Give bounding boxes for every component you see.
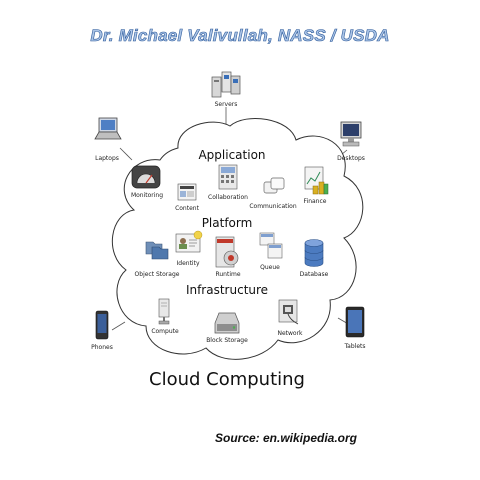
label-tablets: Tablets [344, 343, 366, 350]
label-desktops: Desktops [337, 155, 365, 162]
database-icon [304, 239, 324, 267]
label-identity: Identity [176, 260, 200, 267]
label-content: Content [175, 205, 199, 212]
desktop-icon [340, 121, 362, 147]
label-compute: Compute [151, 328, 179, 335]
label-block-storage: Block Storage [206, 337, 248, 344]
cloud-computing-title: Cloud Computing [149, 369, 305, 390]
servers-icon [211, 71, 241, 98]
runtime-icon [215, 236, 239, 268]
finance-icon [304, 166, 329, 195]
connector-laptops [119, 147, 133, 161]
laptop-icon [94, 117, 122, 140]
network-icon [278, 299, 299, 325]
label-finance: Finance [303, 198, 327, 205]
source-citation: Source: en.wikipedia.org [214, 431, 358, 445]
collaboration-icon [218, 164, 238, 190]
section-application: Application [198, 148, 266, 162]
cloud-outline [111, 118, 364, 360]
tablet-icon [345, 306, 365, 338]
label-collaboration: Collaboration [208, 194, 248, 201]
label-laptops: Laptops [95, 155, 119, 162]
content-icon [177, 183, 197, 201]
section-infrastructure: Infrastructure [185, 283, 269, 297]
object-storage-icon [145, 241, 169, 260]
label-servers: Servers [214, 101, 238, 108]
header-title: Dr. Michael Valivullah, NASS / USDA [90, 26, 390, 46]
label-queue: Queue [260, 264, 280, 271]
connector-phones [111, 321, 126, 331]
block-storage-icon [214, 312, 240, 334]
label-monitoring: Monitoring [130, 192, 164, 199]
label-database: Database [299, 271, 329, 278]
communication-icon [263, 177, 285, 194]
label-phones: Phones [91, 344, 113, 351]
monitoring-icon [131, 165, 161, 189]
section-platform: Platform [201, 216, 253, 230]
phone-icon [95, 310, 109, 340]
label-network: Network [277, 330, 303, 337]
queue-icon [259, 232, 283, 259]
label-object-storage: Object Storage [134, 271, 180, 278]
compute-icon [158, 298, 170, 325]
identity-icon [175, 230, 203, 253]
label-communication: Communication [249, 203, 297, 210]
label-runtime: Runtime [215, 271, 241, 278]
